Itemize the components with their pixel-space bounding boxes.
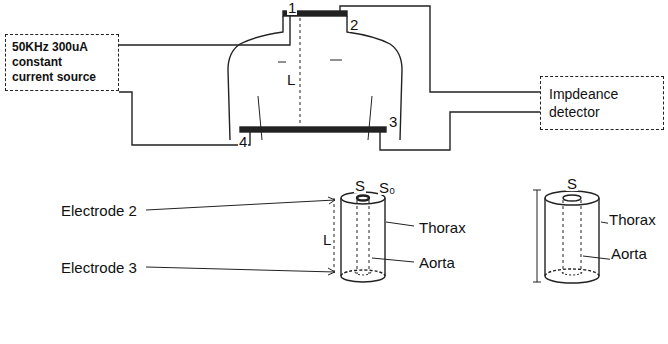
thorax-cylinder [334, 192, 385, 282]
callout-number: 1 [287, 0, 297, 15]
leader-line [146, 200, 335, 210]
length-line [300, 18, 301, 125]
box-text: Impdeance detector [549, 85, 653, 121]
wire [119, 16, 290, 45]
dimension-label: S₀ [378, 180, 396, 195]
callout-number: 4 [238, 134, 248, 149]
wire [119, 92, 250, 145]
dimension-label: L [286, 72, 296, 87]
callout-number: 2 [349, 17, 359, 32]
part-label: Aorta [418, 255, 456, 270]
part-label: Thorax [418, 220, 467, 235]
leader-line [386, 222, 414, 226]
wire [380, 112, 540, 150]
dimension-label: S [354, 178, 366, 193]
detector-box: Impdeance detector [540, 76, 664, 130]
part-label: Aorta [610, 246, 648, 261]
leader-line [146, 267, 335, 272]
part-label: Electrode 2 [60, 203, 138, 218]
arm-line [258, 96, 372, 140]
part-label: Electrode 3 [60, 260, 138, 275]
part-label: Thorax [608, 212, 657, 227]
thorax-cylinder [533, 190, 599, 283]
current-source-box: 50KHz 300uA constant current source [5, 34, 119, 91]
electrode-band [240, 127, 386, 132]
dimension-label: S [566, 176, 578, 191]
callout-number: 3 [388, 114, 398, 129]
box-text: 50KHz 300uA constant current source [12, 40, 100, 85]
wire [340, 6, 540, 92]
torso-outline [228, 16, 402, 140]
dimension-label: L [322, 232, 332, 247]
leader-line [372, 258, 414, 262]
